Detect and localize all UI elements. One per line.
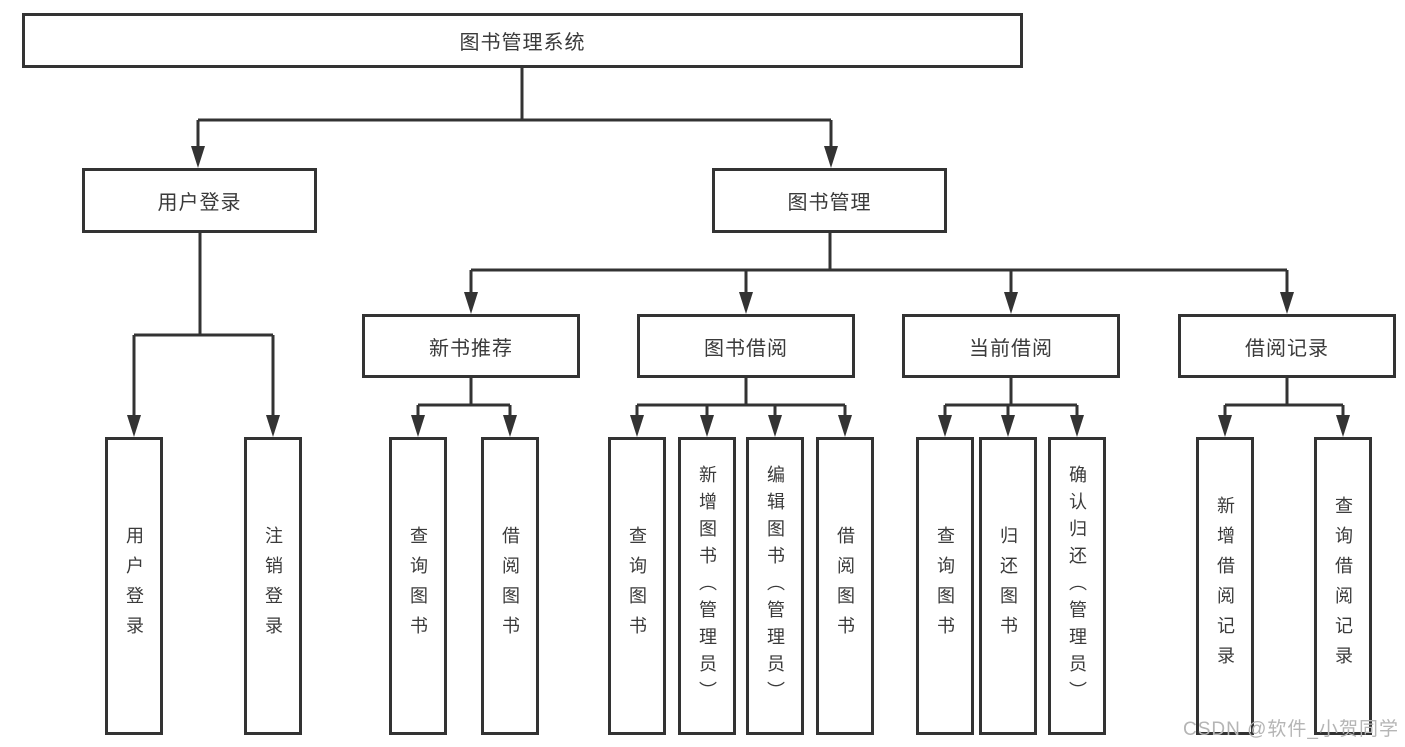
node-label: 图书借阅 xyxy=(704,337,788,360)
node-label: 图书管理 xyxy=(787,192,872,214)
leaf-cb-query-books: 查询图书 xyxy=(916,437,974,735)
node-label: 图书管理系统 xyxy=(459,32,586,54)
node-new-book-recommendation: 新书推荐 xyxy=(362,314,580,378)
leaf-label: 新增图书（管理员） xyxy=(697,464,717,708)
node-label: 用户登录 xyxy=(157,192,242,214)
leaf-label: 借阅图书 xyxy=(500,526,520,646)
leaf-label: 借阅图书 xyxy=(835,526,855,646)
leaf-user-login: 用户登录 xyxy=(105,437,163,735)
node-label: 借阅记录 xyxy=(1245,337,1329,360)
leaf-br-add-borrow-record: 新增借阅记录 xyxy=(1196,437,1254,735)
leaf-label: 确认归还（管理员） xyxy=(1067,464,1087,708)
leaf-label: 查询图书 xyxy=(627,526,647,646)
node-current-borrowing: 当前借阅 xyxy=(902,314,1120,378)
node-user-login: 用户登录 xyxy=(82,168,317,233)
node-label: 当前借阅 xyxy=(969,337,1053,360)
leaf-cb-confirm-return-admin: 确认归还（管理员） xyxy=(1048,437,1106,735)
leaf-label: 用户登录 xyxy=(124,526,144,646)
leaf-cb-return-books: 归还图书 xyxy=(979,437,1037,735)
leaf-label: 查询借阅记录 xyxy=(1333,496,1353,676)
leaf-label: 新增借阅记录 xyxy=(1215,496,1235,676)
node-library-management-system: 图书管理系统 xyxy=(22,13,1023,68)
leaf-bb-borrow-books: 借阅图书 xyxy=(816,437,874,735)
leaf-bb-add-books-admin: 新增图书（管理员） xyxy=(678,437,736,735)
csdn-watermark: CSDN @软件_小贺同学 xyxy=(1183,719,1399,740)
leaf-label: 归还图书 xyxy=(998,526,1018,646)
leaf-label: 查询图书 xyxy=(935,526,955,646)
node-label: 新书推荐 xyxy=(429,337,513,360)
node-book-borrowing: 图书借阅 xyxy=(637,314,855,378)
leaf-bb-query-books: 查询图书 xyxy=(608,437,666,735)
leaf-nbr-query-books: 查询图书 xyxy=(389,437,447,735)
leaf-nbr-borrow-books: 借阅图书 xyxy=(481,437,539,735)
node-book-management: 图书管理 xyxy=(712,168,947,233)
leaf-label: 注销登录 xyxy=(263,526,283,646)
leaf-label: 编辑图书（管理员） xyxy=(765,464,785,708)
leaf-logout: 注销登录 xyxy=(244,437,302,735)
arrowheads xyxy=(127,146,1350,437)
node-borrowing-records: 借阅记录 xyxy=(1178,314,1396,378)
leaf-bb-edit-books-admin: 编辑图书（管理员） xyxy=(746,437,804,735)
leaf-br-query-borrow-record: 查询借阅记录 xyxy=(1314,437,1372,735)
leaf-label: 查询图书 xyxy=(408,526,428,646)
